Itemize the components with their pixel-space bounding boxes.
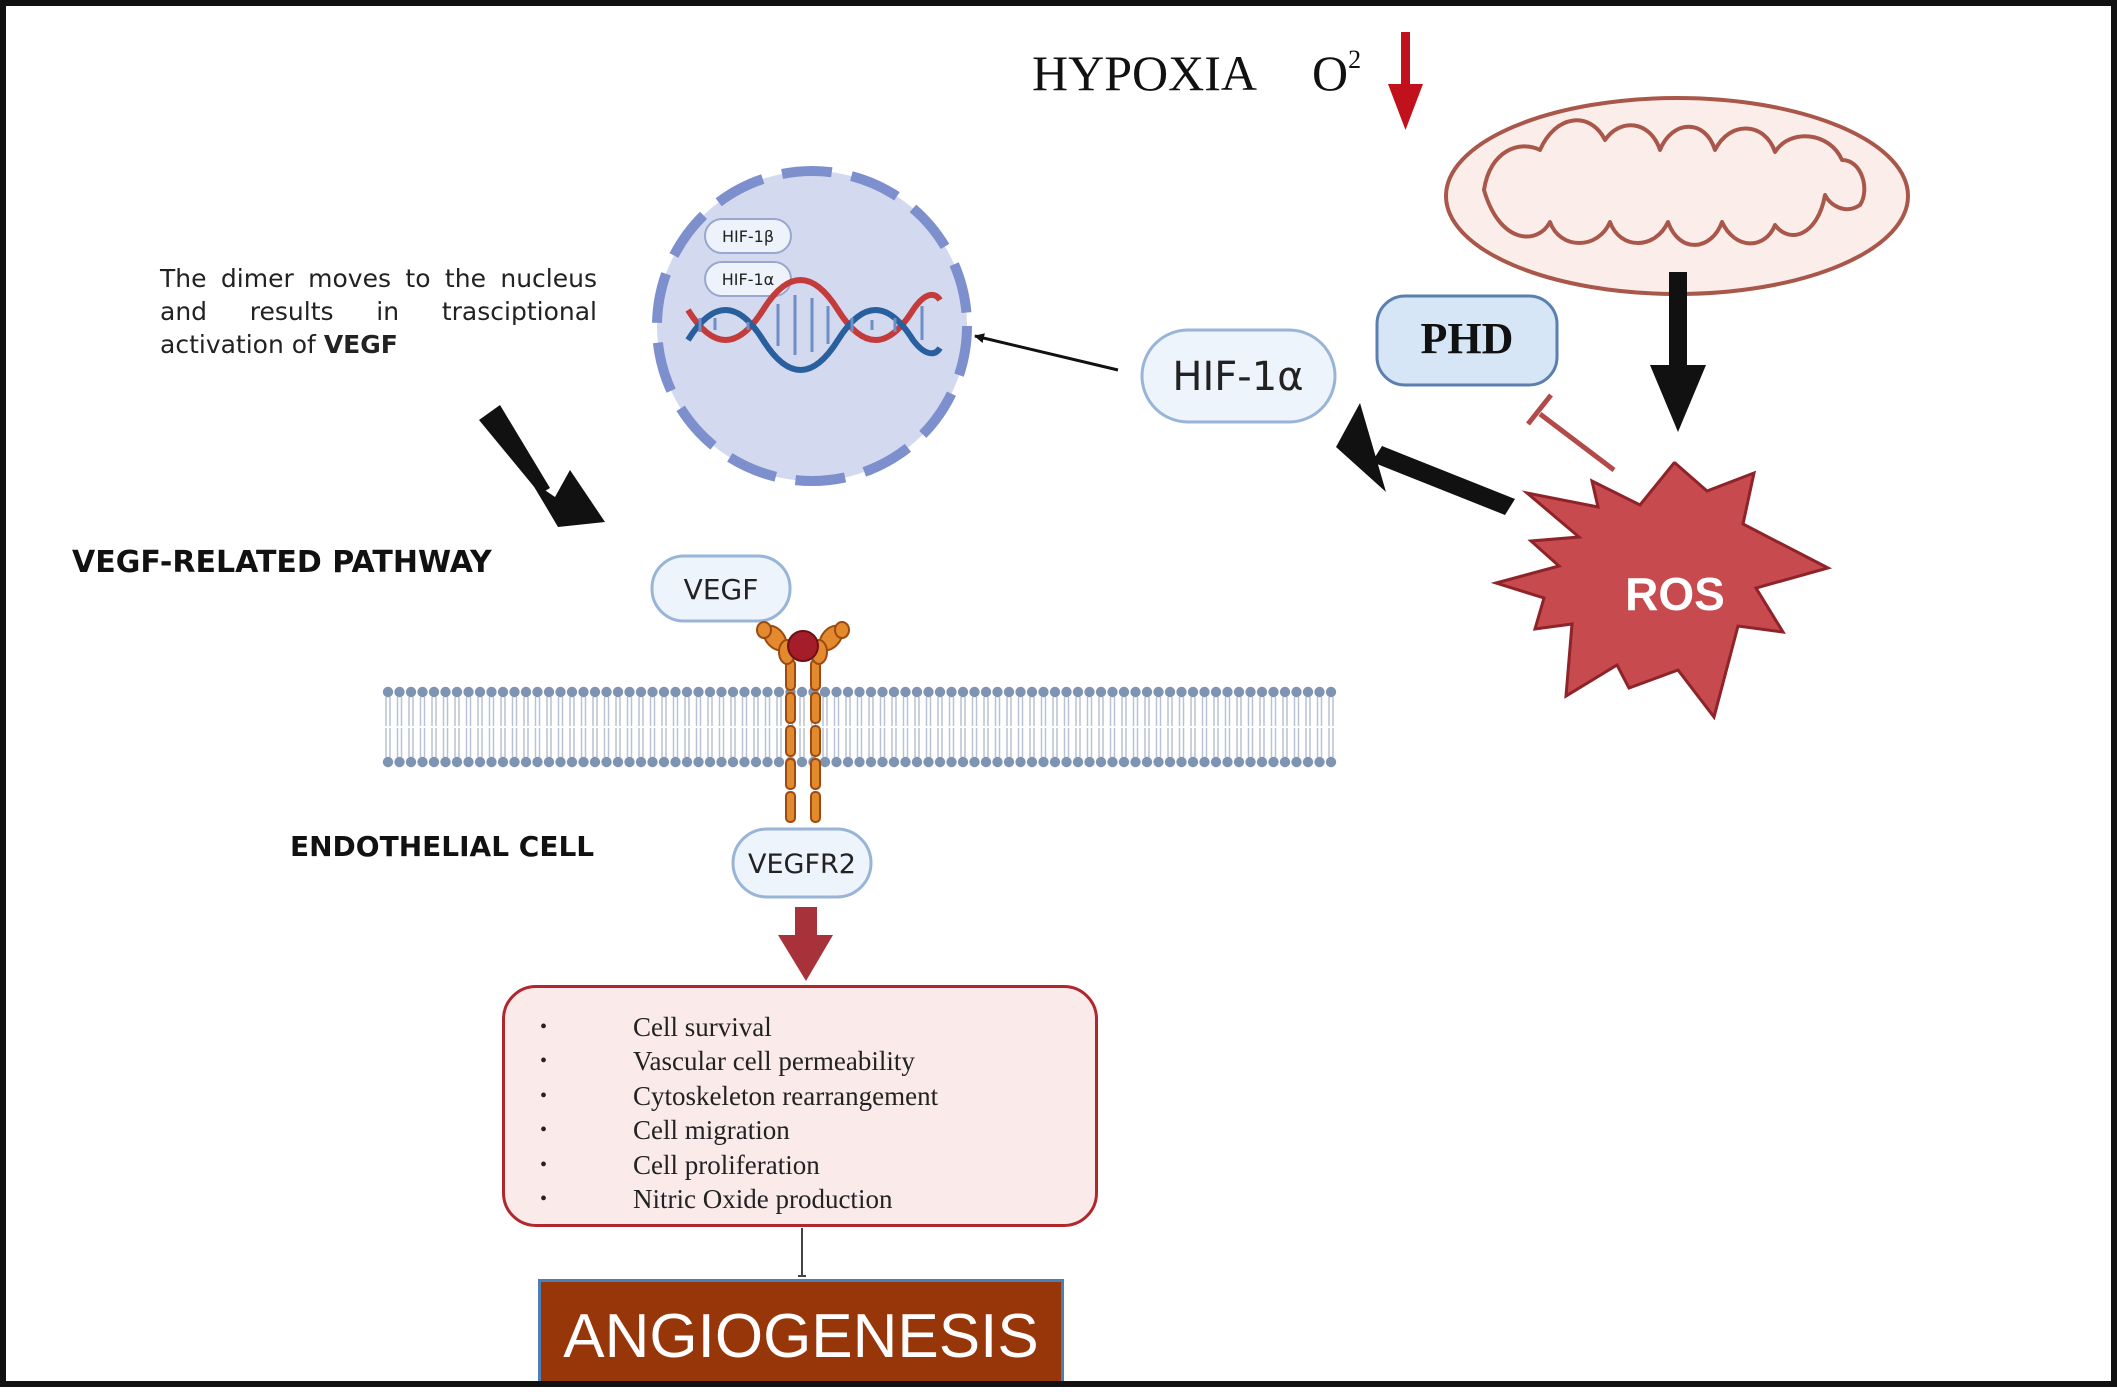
list-item: •Vascular cell permeability: [540, 1046, 915, 1077]
phd-node: PHD: [1375, 294, 1559, 387]
nucleus-icon: HIF-1β HIF-1α: [652, 166, 972, 486]
list-item: •Nitric Oxide production: [540, 1183, 893, 1214]
vegf-node: VEGF: [650, 554, 792, 623]
ros-to-hif-arrow-icon: [1336, 403, 1515, 515]
cell-membrane-icon: [382, 686, 1337, 768]
list-item: •Cytoskeleton rearrangement: [540, 1080, 939, 1111]
phd-label: PHD: [1421, 314, 1514, 363]
hif1a-node: HIF-1α: [1140, 328, 1337, 424]
list-item: •Cell proliferation: [540, 1149, 820, 1180]
angiogenesis-label: ANGIOGENESIS: [563, 1302, 1039, 1371]
ros-node: ROS: [1490, 461, 1833, 721]
ros-burst-icon: [1490, 461, 1833, 721]
hif-to-nucleus-arrow-icon: [974, 333, 1119, 372]
nucleus-to-vegf-arrow-icon: [479, 405, 605, 527]
angiogenesis-box: ANGIOGENESIS: [538, 1279, 1064, 1381]
nucleus-note-bold: VEGF: [323, 330, 398, 359]
hif1a-dimer-label: HIF-1α: [722, 270, 774, 289]
receptor-to-outcomes-arrow-icon: [778, 907, 833, 981]
vegfr2-node: VEGFR2: [731, 827, 873, 899]
list-item: •Cell survival: [540, 1012, 772, 1042]
hypoxia-label: HYPOXIA: [1032, 45, 1257, 101]
pathway-label: VEGF-RELATED PATHWAY: [72, 545, 493, 580]
nucleus-note: The dimer moves to the nucleus and resul…: [160, 262, 597, 361]
hif1a-label: HIF-1α: [1172, 354, 1303, 400]
ros-label: ROS: [1625, 568, 1725, 620]
nucleus-note-text: The dimer moves to the nucleus and resul…: [160, 264, 597, 359]
mitochondria-to-ros-arrow-icon: [1650, 272, 1706, 432]
mitochondrion-icon: [1444, 96, 1910, 296]
vegfr2-label: VEGFR2: [748, 849, 856, 880]
outcomes-box: •Cell survival •Vascular cell permeabili…: [502, 985, 1098, 1227]
ros-inhibits-phd-icon: [1526, 393, 1616, 472]
vegf-label: VEGF: [684, 573, 759, 606]
vegfr2-receptor-icon: [756, 621, 850, 823]
oxygen-decrease-arrow-icon: [1388, 32, 1423, 130]
dna-helix-icon: [685, 277, 943, 373]
endothelial-cell-label: ENDOTHELIAL CELL: [290, 830, 594, 863]
hif1b-dimer-label: HIF-1β: [722, 227, 774, 246]
outcomes-list: •Cell survival •Vascular cell permeabili…: [505, 1010, 1095, 1216]
oxygen-label: O2: [1312, 45, 1361, 101]
list-item: •Cell migration: [540, 1115, 790, 1146]
